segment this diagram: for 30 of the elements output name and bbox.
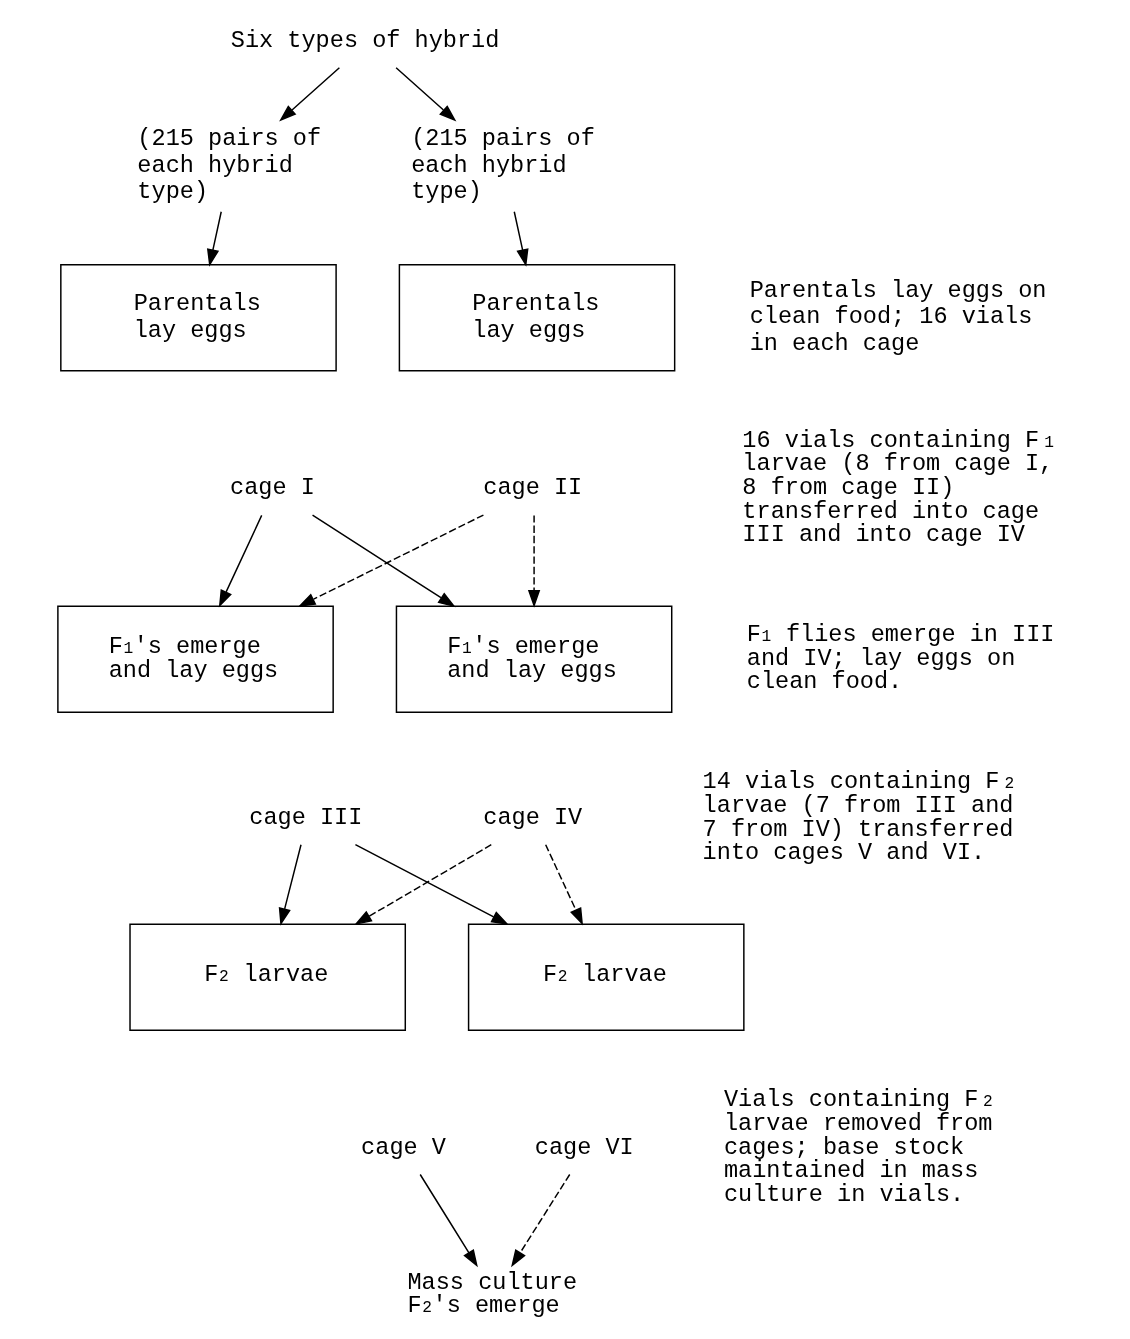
- node-text: cage I: [230, 474, 315, 502]
- arrow: [511, 1173, 571, 1268]
- node-box: Parentals lay eggs: [60, 263, 337, 372]
- node-text: (215 pairs of each hybrid type): [137, 125, 322, 206]
- arrow: [395, 67, 457, 122]
- arrow: [279, 67, 341, 122]
- node-text: (215 pairs of each hybrid type): [411, 125, 595, 206]
- node-box: F1's emerge and lay eggs: [395, 605, 673, 713]
- arrow: [218, 514, 263, 608]
- arrow: [278, 843, 302, 926]
- arrow: [513, 211, 529, 267]
- arrow: [419, 1173, 478, 1268]
- node-box: F1's emerge and lay eggs: [57, 605, 334, 713]
- node-text: cage II: [483, 474, 583, 502]
- label: Parentals lay eggs on clean food; 16 vials in each cage: [749, 276, 1047, 357]
- node-text: cage V: [361, 1133, 446, 1161]
- node-text: cage VI: [534, 1133, 634, 1161]
- node-text: Mass culture F2's emerge: [407, 1268, 578, 1320]
- arrow: [544, 843, 584, 926]
- node-box: F2 larvae: [467, 923, 745, 1031]
- node-box: Parentals lay eggs: [398, 263, 676, 372]
- arrow: [311, 514, 456, 608]
- arrow: [206, 211, 222, 267]
- label: F1 flies emerge in III and IV; lay eggs on clean food.: [746, 621, 1055, 696]
- arrow: [527, 514, 541, 608]
- arrow: [297, 514, 485, 607]
- node-box: F2 larvae: [129, 923, 407, 1031]
- node-text: Six types of hybrid: [230, 26, 500, 54]
- node-text: cage III: [249, 803, 363, 831]
- node-text: cage IV: [483, 803, 583, 831]
